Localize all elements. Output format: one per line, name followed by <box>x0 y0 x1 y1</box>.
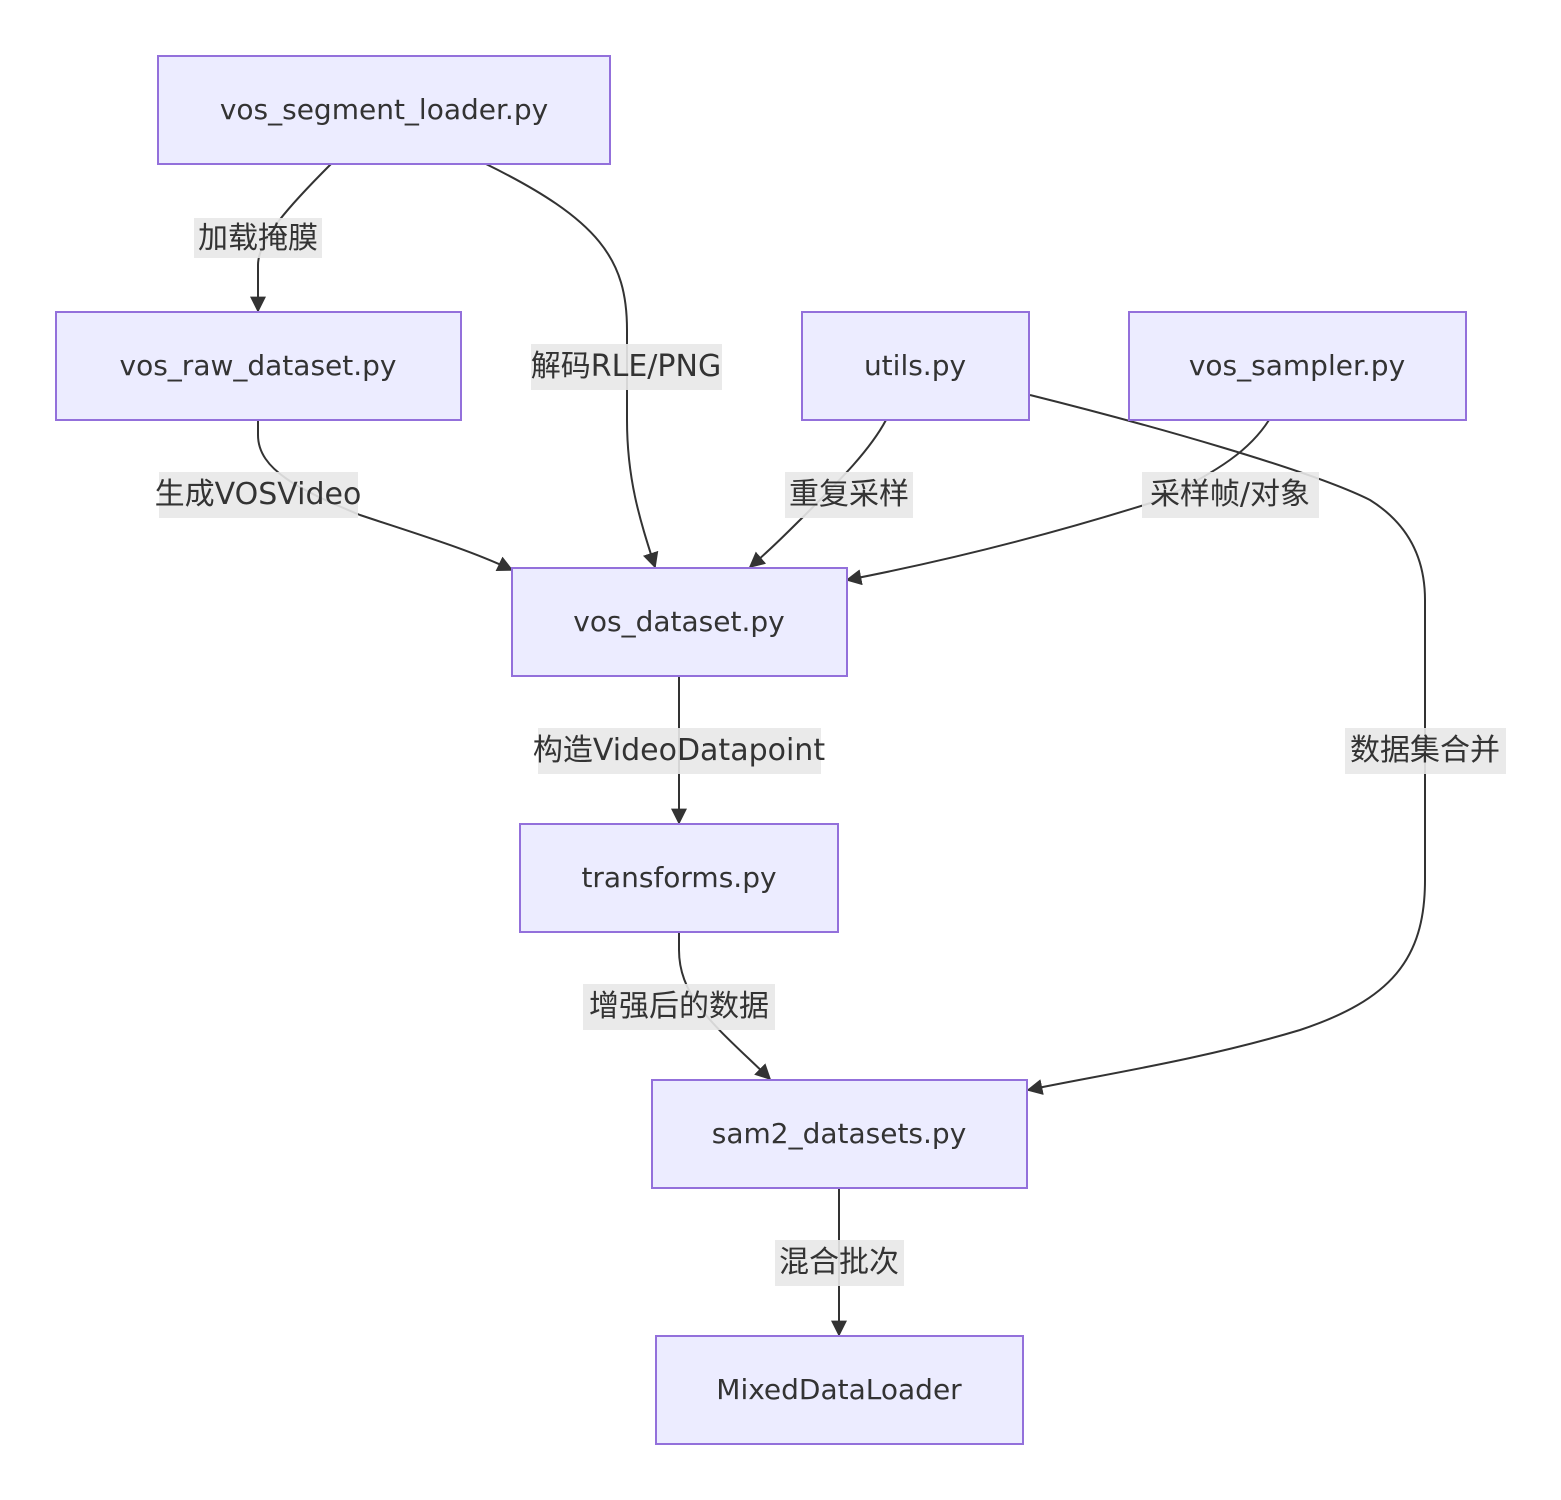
edge-label-bg <box>1345 728 1506 774</box>
edge-label-bg <box>531 344 722 390</box>
node-mixed-data-loader: MixedDataLoader <box>655 1335 1024 1445</box>
node-transforms: transforms.py <box>519 823 839 933</box>
edge-segment-loader-to-dataset <box>485 163 659 569</box>
node-vos-dataset: vos_dataset.py <box>511 567 848 677</box>
edge-label: 生成VOSVideo <box>155 472 362 518</box>
node-label: transforms.py <box>581 861 776 894</box>
edge-label: 数据集合并 <box>1345 728 1506 774</box>
edge-label-bg <box>538 728 821 774</box>
edge-raw-dataset-to-dataset <box>257 420 514 572</box>
edge-label: 混合批次 <box>775 1240 904 1286</box>
edge-label-bg <box>194 218 322 258</box>
edge-label: 解码RLE/PNG <box>531 344 722 390</box>
nodes: vos_segment_loader.py vos_raw_dataset.py… <box>55 55 1467 1445</box>
edge-label-bg <box>775 1240 904 1286</box>
edge-label-mixed-batch: 混合批次 <box>779 1245 899 1280</box>
edge-label-augmented-data: 增强后的数据 <box>589 989 769 1024</box>
edge-label: 采样帧/对象 <box>1142 472 1319 518</box>
edge-label-sample-frames: 采样帧/对象 <box>1150 477 1310 512</box>
edge-label: 构造VideoDatapoint <box>533 728 825 774</box>
edge-utils-to-sam2-datasets <box>1026 394 1426 1095</box>
edge-label-bg <box>1142 472 1319 518</box>
node-label: utils.py <box>864 349 966 382</box>
edge-labels: 加载掩膜 解码RLE/PNG 生成VOSVideo 重复采样 采样帧/对象 数据… <box>155 218 1506 1286</box>
node-vos-raw-dataset: vos_raw_dataset.py <box>55 311 462 421</box>
edge-label-repeat-sample: 重复采样 <box>789 477 909 512</box>
edge-label-generate-vosvideo: 生成VOSVideo <box>155 477 362 512</box>
node-label: vos_sampler.py <box>1189 349 1405 382</box>
node-label: vos_dataset.py <box>573 605 784 638</box>
edge-label-bg <box>159 472 358 518</box>
edge-label-load-mask: 加载掩膜 <box>198 221 318 256</box>
edge-label-bg <box>583 984 775 1030</box>
node-utils: utils.py <box>801 311 1030 421</box>
node-sam2-datasets: sam2_datasets.py <box>651 1079 1028 1189</box>
edge-label-bg <box>785 472 913 518</box>
node-vos-sampler: vos_sampler.py <box>1128 311 1467 421</box>
edge-sampler-to-dataset <box>845 419 1270 586</box>
edge-label: 重复采样 <box>785 472 913 518</box>
node-label: MixedDataLoader <box>716 1373 962 1406</box>
edge-label-decode: 解码RLE/PNG <box>531 349 721 384</box>
edge-label-build-datapoint: 构造VideoDatapoint <box>533 733 825 768</box>
node-label: vos_segment_loader.py <box>220 93 548 126</box>
edges <box>250 163 1426 1337</box>
edge-label-dataset-merge: 数据集合并 <box>1350 733 1500 768</box>
node-label: vos_raw_dataset.py <box>120 349 397 382</box>
edge-label: 增强后的数据 <box>583 984 775 1030</box>
node-vos-segment-loader: vos_segment_loader.py <box>157 55 611 165</box>
edge-label: 加载掩膜 <box>194 218 322 258</box>
node-label: sam2_datasets.py <box>712 1117 967 1150</box>
